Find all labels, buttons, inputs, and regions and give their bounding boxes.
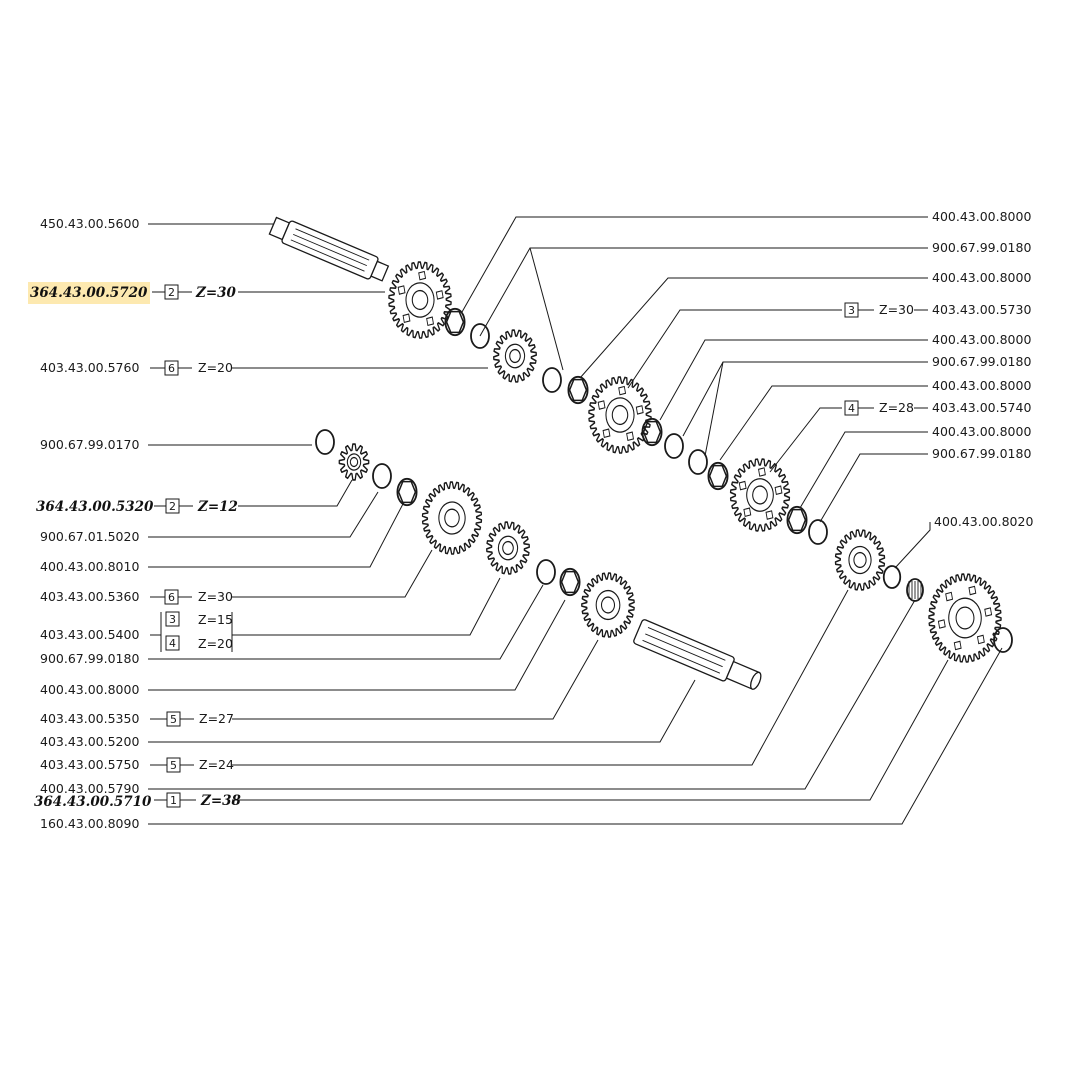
shim-ring-icon	[786, 505, 808, 535]
callout-l9: 403.43.00.5400 3 Z=15 4 Z=20	[40, 611, 233, 651]
circlip-icon	[470, 323, 490, 349]
leader-lines	[148, 216, 1003, 825]
circlip-icon	[688, 449, 708, 475]
shim-ring-icon	[444, 307, 466, 337]
gear-z30-icon	[588, 376, 652, 454]
gear-position-number: 6	[168, 591, 175, 604]
shim-ring-icon	[396, 477, 418, 507]
gear-position-number: 1	[170, 794, 177, 807]
callout-l2: 364.43.00.5720 2 Z=30	[30, 284, 237, 301]
part-number-label: 400.43.00.8000	[932, 378, 1031, 393]
gear-position-number: 2	[169, 500, 176, 513]
gear-z20-icon	[493, 329, 537, 383]
gear-position-box	[165, 635, 180, 651]
tooth-count-label: Z=38	[200, 793, 242, 809]
tooth-count-label: Z=27	[199, 711, 234, 726]
part-number-label: 403.43.00.5740	[932, 400, 1031, 415]
gear-z30-icon	[421, 481, 483, 555]
part-number-label: 403.43.00.5730	[932, 302, 1031, 317]
callout-l8: 403.43.00.5360 6 Z=30	[40, 589, 233, 605]
callout-labels: 400.43.00.8000 900.67.99.0180 400.43.00.…	[30, 209, 1033, 831]
tooth-count-label: Z=15	[198, 612, 233, 627]
gear-z12-icon	[338, 443, 370, 481]
spacer-ring-icon	[993, 627, 1013, 653]
callout-l3: 403.43.00.5760 6 Z=20	[40, 360, 233, 376]
shim-ring-icon	[641, 417, 663, 447]
part-number-label: 900.67.99.0170	[40, 437, 139, 452]
gear-position-number: 5	[170, 713, 177, 726]
circlip-icon	[536, 559, 556, 585]
part-number-label: 400.43.00.8000	[932, 209, 1031, 224]
shim-ring-icon	[567, 375, 589, 405]
circlip-icon	[315, 429, 335, 455]
part-number-label: 403.43.00.5750	[40, 757, 139, 772]
circlip-icon	[372, 463, 392, 489]
gear-z38-icon	[928, 573, 1002, 663]
gear-position-number: 2	[168, 286, 175, 299]
spacer-ring-icon	[882, 565, 902, 589]
gear-position-number: 4	[848, 402, 855, 415]
shim-ring-icon	[559, 567, 581, 597]
gear-position-number: 3	[169, 613, 176, 626]
highlight-mark	[28, 282, 150, 304]
part-number-label: 400.43.00.8020	[934, 514, 1033, 529]
parts	[268, 216, 1013, 690]
callout-l14: 403.43.00.5750 5 Z=24	[40, 757, 234, 773]
callout-l16: 364.43.00.5710 1 Z=38	[34, 792, 242, 810]
part-number-label: 400.43.00.5790	[40, 781, 139, 796]
needle-bearing-icon	[906, 578, 924, 602]
part-number-label: 900.67.01.5020	[40, 529, 139, 544]
part-number-label: 400.43.00.8000	[40, 682, 139, 697]
output-shaft	[633, 619, 762, 690]
part-number-label: 900.67.99.0180	[932, 446, 1031, 461]
gear-z15-20-icon	[486, 521, 530, 575]
part-number-label: 403.43.00.5400	[40, 627, 139, 642]
circlip-icon	[664, 433, 684, 459]
circlip-icon	[542, 367, 562, 393]
tooth-count-label: Z=20	[198, 636, 233, 651]
tooth-count-label: Z=20	[198, 360, 233, 375]
gear-position-box	[165, 611, 180, 627]
part-number-label: 403.43.00.5760	[40, 360, 139, 375]
part-number-label: 403.43.00.5350	[40, 711, 139, 726]
part-number-label: 400.43.00.8000	[932, 424, 1031, 439]
part-number-label: 364.43.00.5720	[30, 285, 148, 301]
circlip-icon	[808, 519, 828, 545]
tooth-count-label: Z=30	[198, 589, 233, 604]
part-number-label: 400.43.00.8000	[932, 332, 1031, 347]
gear-position-number: 4	[169, 637, 176, 650]
tooth-count-label: Z=30	[195, 285, 237, 301]
input-shaft	[268, 216, 390, 282]
gear-z24-icon	[834, 529, 886, 591]
gear-z28-icon	[729, 458, 791, 532]
part-number-label: 403.43.00.5200	[40, 734, 139, 749]
callout-r8: 4 Z=28 403.43.00.5740	[844, 400, 1031, 416]
part-number-label: 450.43.00.5600	[40, 216, 139, 231]
callout-l12: 403.43.00.5350 5 Z=27	[40, 711, 234, 727]
part-number-label: 900.67.99.0180	[932, 240, 1031, 255]
part-number-label: 900.67.99.0180	[932, 354, 1031, 369]
tooth-count-label: Z=28	[879, 400, 914, 415]
part-number-label: 900.67.99.0180	[40, 651, 139, 666]
callout-r4: 3 Z=30 403.43.00.5730	[844, 302, 1031, 318]
part-number-label: 160.43.00.8090	[40, 816, 139, 831]
part-number-label: 400.43.00.8000	[932, 270, 1031, 285]
gear-position-number: 6	[168, 362, 175, 375]
gear-z27-icon	[581, 572, 635, 638]
gear-position-number: 3	[848, 304, 855, 317]
tooth-count-label: Z=12	[197, 499, 238, 515]
shim-ring-icon	[707, 461, 729, 491]
tooth-count-label: Z=24	[199, 757, 234, 772]
part-number-label: 364.43.00.5320	[36, 499, 154, 515]
gear-z30-icon	[388, 261, 452, 339]
tooth-count-label: Z=30	[879, 302, 914, 317]
gear-position-number: 5	[170, 759, 177, 772]
part-number-label: 364.43.00.5710	[34, 794, 152, 810]
callout-l5: 364.43.00.5320 2 Z=12	[36, 498, 238, 515]
part-number-label: 400.43.00.8010	[40, 559, 139, 574]
part-number-label: 403.43.00.5360	[40, 589, 139, 604]
